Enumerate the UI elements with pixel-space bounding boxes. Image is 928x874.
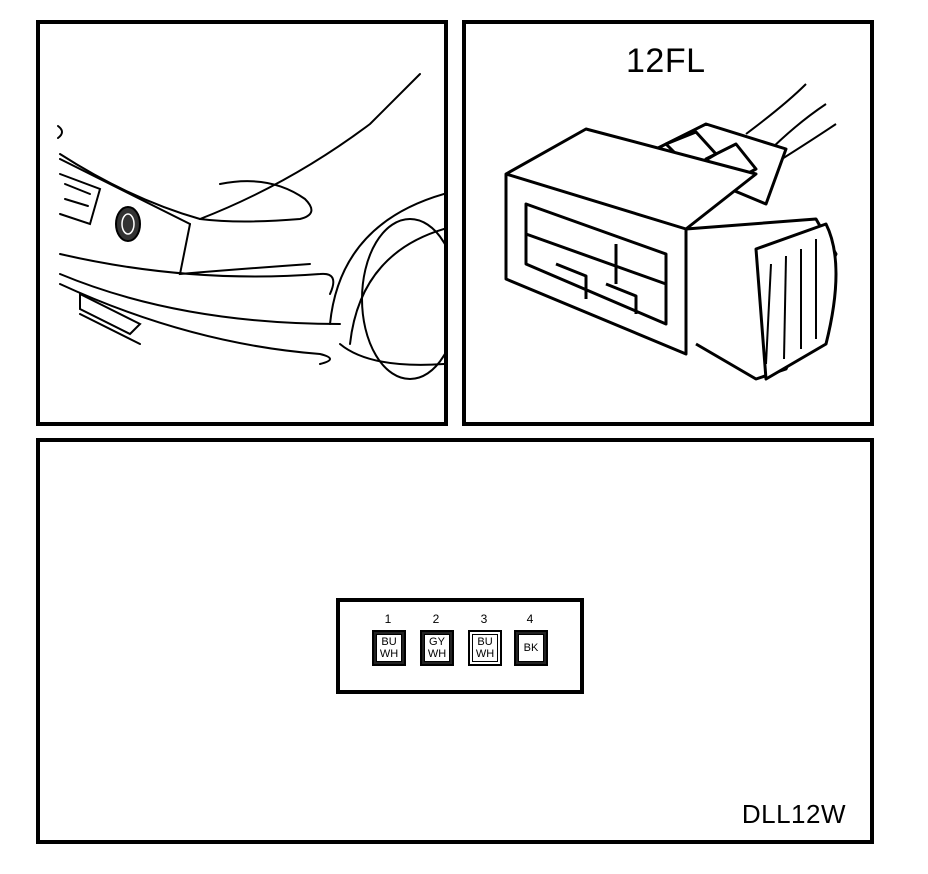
pin-number: 2 bbox=[432, 612, 440, 626]
connector-id-label: 12FL bbox=[626, 42, 706, 80]
car-front-illustration bbox=[57, 73, 444, 380]
pin-cavity-1: BU WH bbox=[372, 630, 406, 666]
pin-wire-color: WH bbox=[427, 648, 447, 660]
pin-cavity-4: BK bbox=[514, 630, 548, 666]
connector-face: 1 2 3 4 BU WH GY WH BU WH BK bbox=[336, 598, 584, 694]
pin-number: 4 bbox=[526, 612, 534, 626]
pin-cavity-2: GY WH bbox=[420, 630, 454, 666]
connector-panel: 12FL bbox=[462, 20, 874, 426]
pin-cavity-3: BU WH bbox=[468, 630, 502, 666]
drawing-id-label: DLL12W bbox=[741, 799, 846, 829]
pin-wire-color: BU bbox=[381, 636, 397, 648]
pin-number: 3 bbox=[480, 612, 488, 626]
pin-wire-color: BK bbox=[523, 642, 539, 654]
connector-illustration bbox=[504, 83, 838, 381]
pin-number: 1 bbox=[384, 612, 392, 626]
pin-wire-color: BU bbox=[477, 636, 493, 648]
pin-wire-color: WH bbox=[379, 648, 399, 660]
pin-wire-color: GY bbox=[429, 636, 445, 648]
pin-wire-color: WH bbox=[475, 648, 495, 660]
pinout-panel: 1 2 3 4 BU WH GY WH BU WH BK bbox=[36, 438, 874, 844]
car-location-panel bbox=[36, 20, 448, 426]
